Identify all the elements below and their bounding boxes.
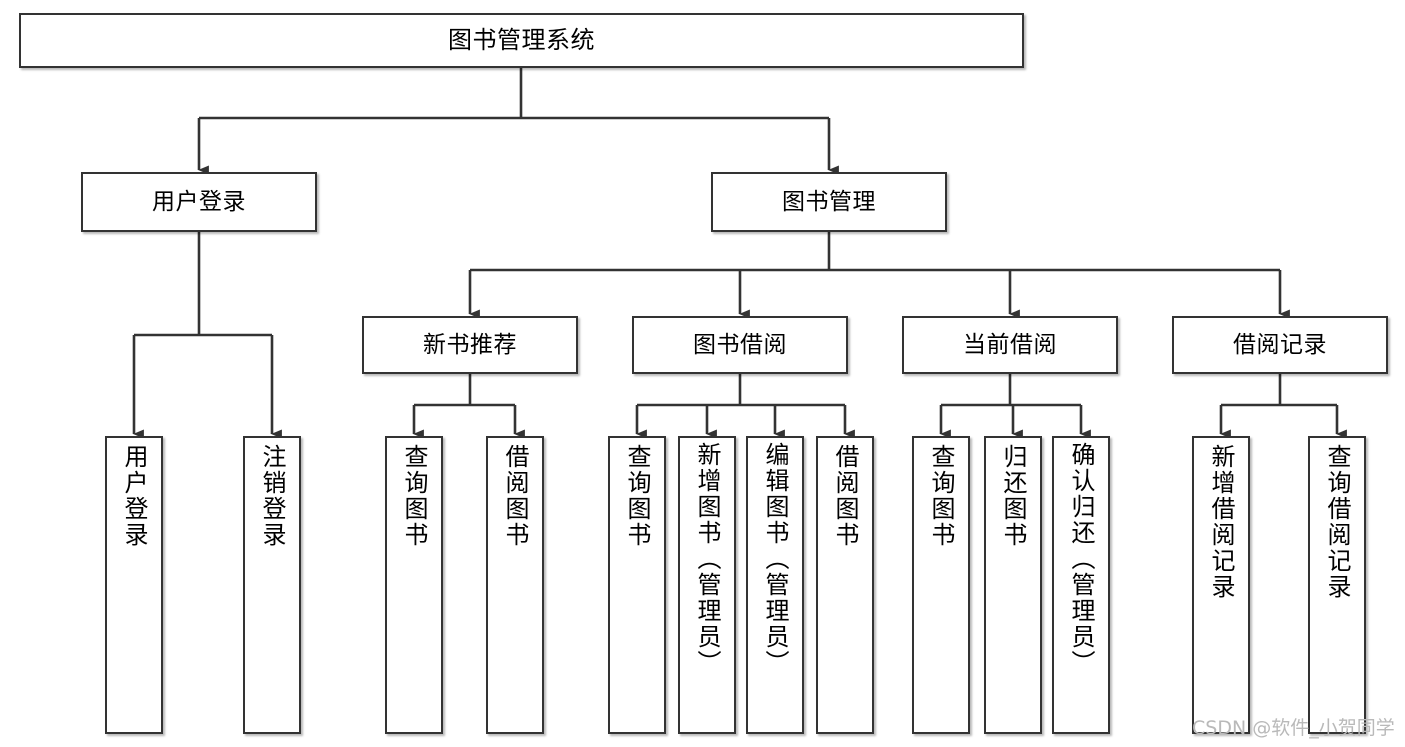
node-label-leaf-query-book-3: 查询图书 xyxy=(927,444,955,548)
node-leaf-query-book-1[interactable]: 查询图书 xyxy=(385,436,443,734)
node-label-book-borrow: 图书借阅 xyxy=(693,331,787,358)
node-leaf-edit-book[interactable]: 编辑图书（管理员） xyxy=(746,436,804,734)
node-label-current-borrow: 当前借阅 xyxy=(963,331,1057,358)
node-leaf-borrow-book-2[interactable]: 借阅图书 xyxy=(816,436,874,734)
node-leaf-logout[interactable]: 注销登录 xyxy=(243,436,301,734)
csdn-watermark: CSDN @软件_小贺同学 xyxy=(1192,717,1395,739)
node-book-manage[interactable]: 图书管理 xyxy=(711,172,947,232)
node-leaf-query-book-3[interactable]: 查询图书 xyxy=(912,436,970,734)
node-root[interactable]: 图书管理系统 xyxy=(19,13,1024,68)
node-book-borrow[interactable]: 图书借阅 xyxy=(632,316,848,374)
node-label-leaf-borrow-book-2: 借阅图书 xyxy=(831,444,859,548)
node-label-user-login: 用户登录 xyxy=(152,188,246,215)
node-label-book-manage: 图书管理 xyxy=(782,188,876,215)
node-leaf-add-book[interactable]: 新增图书（管理员） xyxy=(678,436,736,734)
node-new-book-recommend[interactable]: 新书推荐 xyxy=(362,316,578,374)
node-leaf-query-record[interactable]: 查询借阅记录 xyxy=(1308,436,1366,734)
node-label-leaf-return-book: 归还图书 xyxy=(999,444,1027,548)
node-leaf-confirm-return[interactable]: 确认归还（管理员） xyxy=(1052,436,1110,734)
node-label-leaf-user-login: 用户登录 xyxy=(120,444,148,548)
node-label-leaf-borrow-book-1: 借阅图书 xyxy=(501,444,529,548)
node-label-leaf-query-record: 查询借阅记录 xyxy=(1323,444,1351,600)
node-borrow-record[interactable]: 借阅记录 xyxy=(1172,316,1388,374)
node-label-leaf-add-record: 新增借阅记录 xyxy=(1207,444,1235,600)
node-label-leaf-query-book-2: 查询图书 xyxy=(623,444,651,548)
node-leaf-return-book[interactable]: 归还图书 xyxy=(984,436,1042,734)
node-label-new-book-recommend: 新书推荐 xyxy=(423,331,517,358)
node-label-leaf-add-book: 新增图书（管理员） xyxy=(693,442,721,676)
node-label-leaf-confirm-return: 确认归还（管理员） xyxy=(1067,442,1095,676)
node-user-login[interactable]: 用户登录 xyxy=(81,172,317,232)
node-label-leaf-edit-book: 编辑图书（管理员） xyxy=(761,442,789,676)
node-label-leaf-logout: 注销登录 xyxy=(258,444,286,548)
node-leaf-user-login[interactable]: 用户登录 xyxy=(105,436,163,734)
node-leaf-add-record[interactable]: 新增借阅记录 xyxy=(1192,436,1250,734)
node-leaf-query-book-2[interactable]: 查询图书 xyxy=(608,436,666,734)
node-leaf-borrow-book-1[interactable]: 借阅图书 xyxy=(486,436,544,734)
node-label-leaf-query-book-1: 查询图书 xyxy=(400,444,428,548)
node-label-root: 图书管理系统 xyxy=(448,25,595,54)
node-label-borrow-record: 借阅记录 xyxy=(1233,331,1327,358)
node-current-borrow[interactable]: 当前借阅 xyxy=(902,316,1118,374)
